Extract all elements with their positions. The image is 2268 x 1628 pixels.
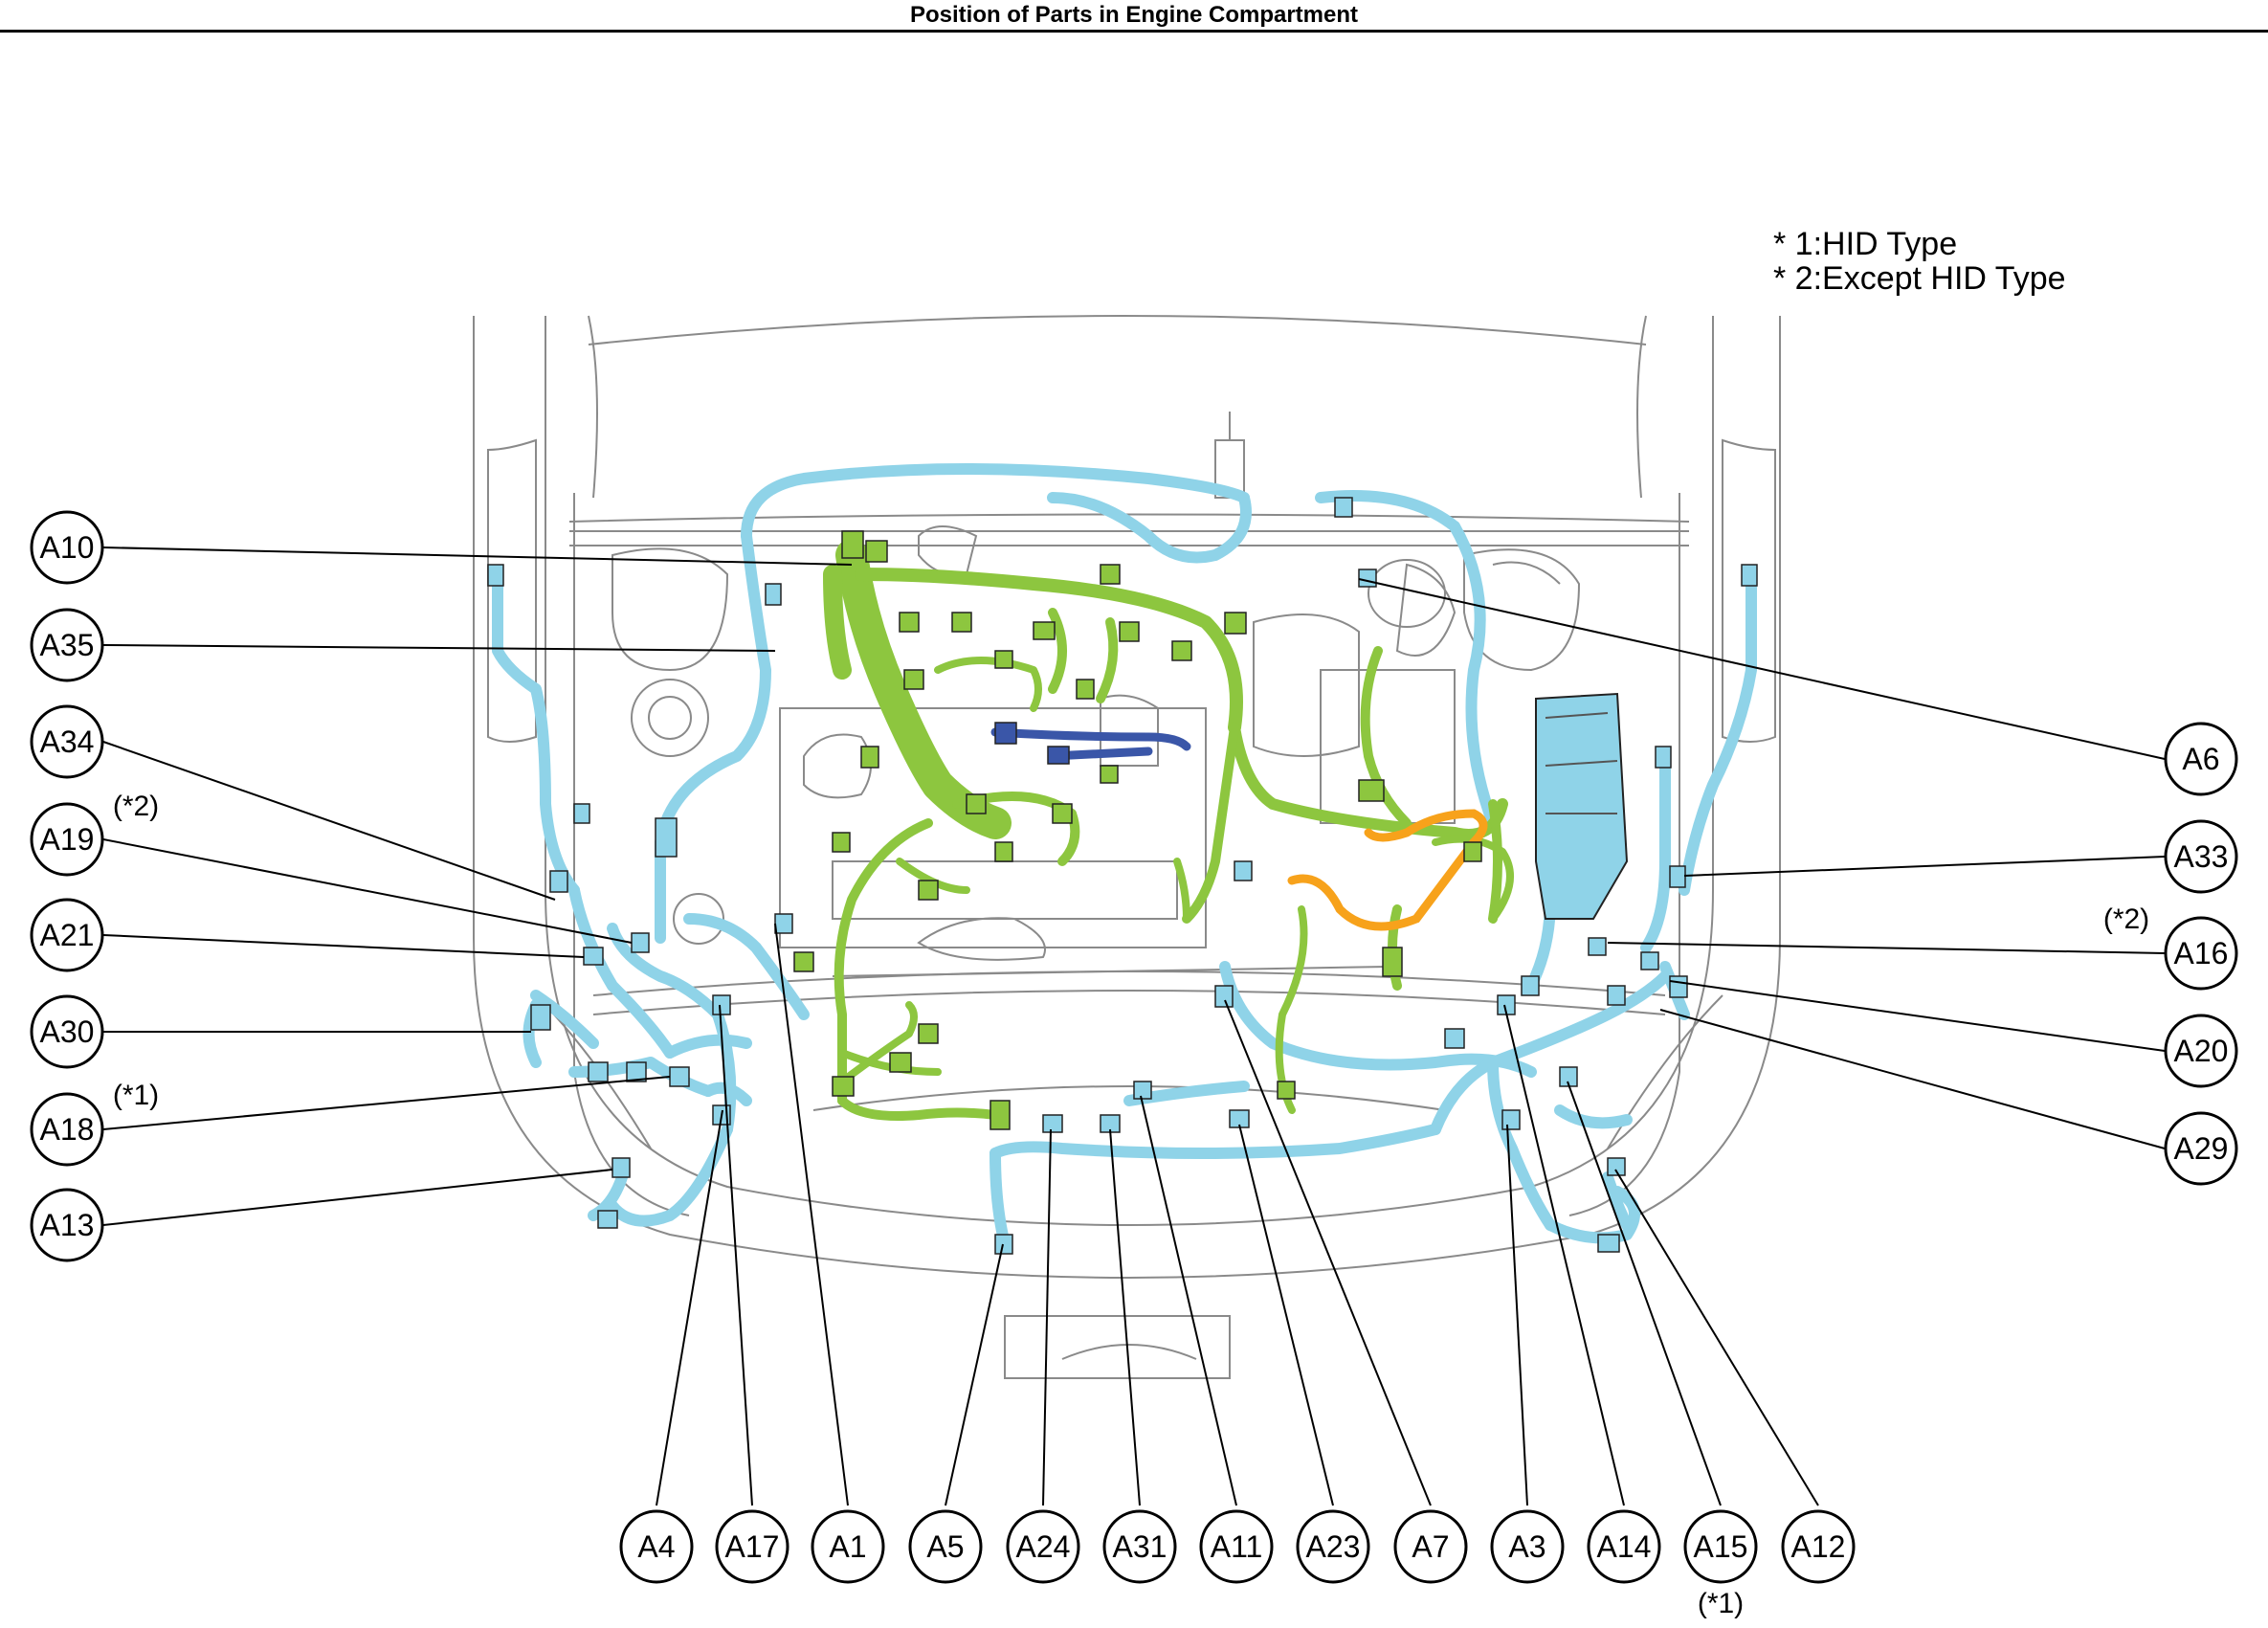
callouts-left: A10 A35 A34 A19 (*2) A21 A30 A18 (*1)	[30, 510, 159, 1262]
callout-a10: A10	[30, 510, 104, 585]
svg-text:A17: A17	[725, 1529, 780, 1564]
callout-a3: A3	[1490, 1509, 1565, 1584]
svg-text:A19: A19	[40, 822, 95, 857]
leader-a3	[1506, 1124, 1528, 1506]
callout-a15-note: (*1)	[1698, 1588, 1744, 1619]
note-except-hid-type: * 2:Except HID Type	[1773, 260, 2066, 297]
svg-text:A10: A10	[40, 530, 95, 565]
leader-a34	[102, 741, 556, 901]
svg-text:A30: A30	[40, 1015, 95, 1049]
svg-text:A7: A7	[1412, 1529, 1449, 1564]
legend-notes: * 1:HID Type * 2:Except HID Type	[1773, 227, 2066, 296]
callout-a35: A35	[30, 608, 104, 682]
callout-a14: A14	[1587, 1509, 1661, 1584]
callout-a29: A29	[2164, 1111, 2238, 1186]
leader-a21	[102, 934, 585, 958]
leader-a23	[1238, 1124, 1334, 1506]
callout-a30: A30	[30, 994, 104, 1069]
leader-a6	[1358, 578, 2166, 760]
callout-a16-note: (*2)	[2103, 903, 2149, 935]
leader-a7	[1224, 999, 1432, 1506]
callout-a21: A21	[30, 898, 104, 972]
vehicle-outline	[473, 315, 1781, 1379]
callout-a33: A33	[2164, 819, 2238, 894]
callout-a18-note: (*1)	[113, 1080, 159, 1111]
svg-text:A24: A24	[1016, 1529, 1071, 1564]
note-hid-type: * 1:HID Type	[1773, 226, 1958, 262]
leader-a16	[1607, 942, 2166, 954]
callout-a7: A7	[1393, 1509, 1468, 1584]
leader-a13	[102, 1169, 613, 1226]
leader-a15	[1567, 1081, 1722, 1506]
callout-a18: A18 (*1)	[30, 1080, 159, 1167]
callout-a11: A11	[1199, 1509, 1274, 1584]
callout-a17: A17	[715, 1509, 789, 1584]
body-wire-harness	[492, 463, 1757, 1250]
svg-text:A16: A16	[2174, 936, 2229, 970]
connectors	[487, 497, 1758, 1255]
callout-a4: A4	[619, 1509, 694, 1584]
svg-text:A21: A21	[40, 918, 95, 952]
svg-text:A5: A5	[926, 1529, 964, 1564]
leader-a11	[1140, 1095, 1237, 1506]
callouts-bottom: A4 A17 A1 A5 A24 A31 A11 A23	[619, 1509, 1856, 1619]
engine-wire-harness	[823, 539, 1514, 1121]
leader-a18	[102, 1076, 671, 1130]
svg-text:A33: A33	[2174, 839, 2229, 874]
callout-a1: A1	[811, 1509, 885, 1584]
leader-a1	[774, 923, 849, 1506]
leader-a10	[102, 546, 853, 566]
leader-a31	[1109, 1128, 1141, 1506]
leader-a35	[102, 644, 776, 652]
callout-a34: A34	[30, 704, 104, 779]
page-title: Position of Parts in Engine Compartment	[909, 2, 1359, 28]
title-rule	[0, 30, 2268, 33]
callout-a6: A6	[2164, 722, 2238, 796]
callout-a12: A12	[1781, 1509, 1856, 1584]
fuse-relay-block	[1535, 692, 1629, 920]
leader-a33	[1683, 856, 2166, 877]
callout-leader-lines	[102, 546, 2166, 1506]
svg-text:A29: A29	[2174, 1131, 2229, 1166]
svg-text:A3: A3	[1508, 1529, 1545, 1564]
leader-a20	[1669, 980, 2166, 1052]
leader-a14	[1503, 1004, 1625, 1506]
callout-a5: A5	[908, 1509, 983, 1584]
callout-a23: A23	[1296, 1509, 1370, 1584]
svg-text:A13: A13	[40, 1208, 95, 1242]
callout-a16: A16 (*2)	[2103, 903, 2238, 991]
callout-a24: A24	[1006, 1509, 1080, 1584]
svg-text:A12: A12	[1791, 1529, 1846, 1564]
svg-text:A4: A4	[637, 1529, 675, 1564]
svg-text:A11: A11	[1211, 1529, 1263, 1564]
leader-a12	[1614, 1169, 1819, 1506]
leader-a24	[1042, 1128, 1052, 1506]
callout-a15: A15 (*1)	[1683, 1509, 1758, 1619]
callout-a19-note: (*2)	[113, 791, 159, 822]
svg-text:A18: A18	[40, 1112, 95, 1147]
callout-a19: A19 (*2)	[30, 791, 159, 877]
svg-text:A14: A14	[1597, 1529, 1652, 1564]
svg-text:A15: A15	[1694, 1529, 1748, 1564]
svg-text:A31: A31	[1113, 1529, 1167, 1564]
callout-a31: A31	[1102, 1509, 1177, 1584]
leader-a4	[656, 1109, 723, 1506]
leader-a17	[719, 1004, 753, 1506]
svg-text:A34: A34	[40, 725, 95, 759]
svg-text:A1: A1	[829, 1529, 866, 1564]
svg-text:A23: A23	[1306, 1529, 1361, 1564]
svg-text:A35: A35	[40, 628, 95, 662]
leader-a5	[945, 1243, 1004, 1506]
leader-a19	[102, 838, 633, 944]
leader-a29	[1659, 1009, 2166, 1149]
callout-a13: A13	[30, 1188, 104, 1262]
svg-text:A6: A6	[2182, 742, 2219, 776]
callouts-right: A6 A33 A16 (*2) A20 A29	[2103, 722, 2238, 1186]
callout-a20: A20	[2164, 1014, 2238, 1088]
svg-text:A20: A20	[2174, 1034, 2229, 1068]
